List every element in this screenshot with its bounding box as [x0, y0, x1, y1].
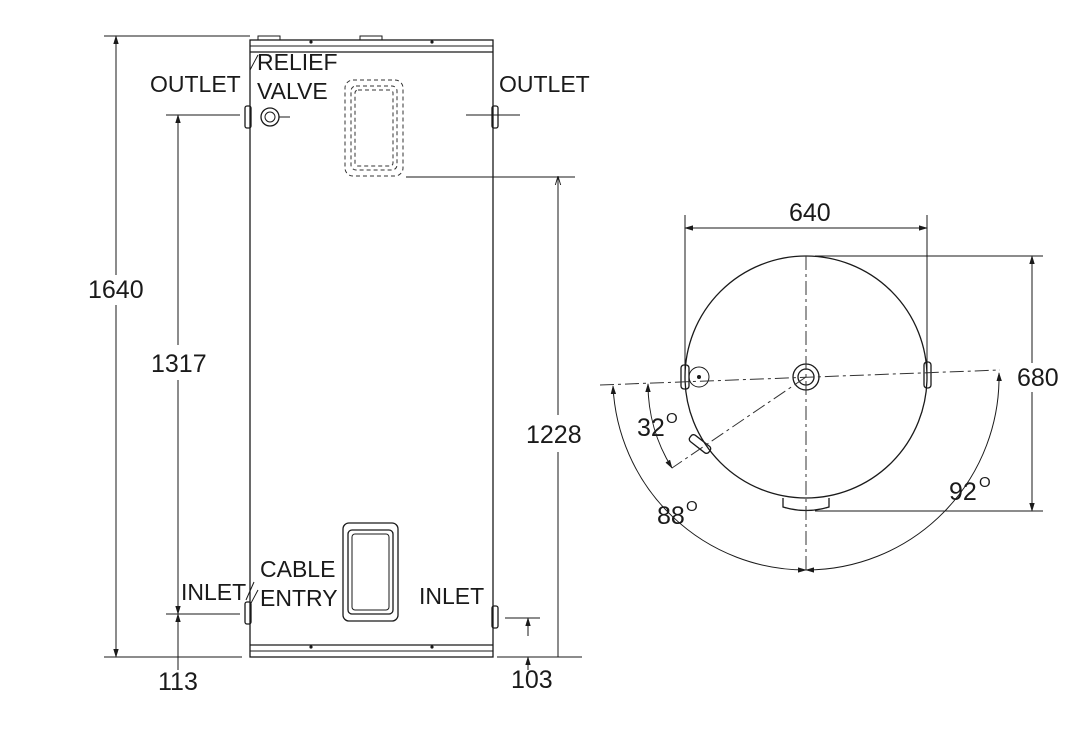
side-view: OUTLET OUTLET RELIEF VALVE INLET INLET C…	[88, 35, 590, 696]
cable-entry-label-line1: CABLE	[260, 556, 335, 582]
inlet-left-label: INLET	[181, 579, 246, 605]
outlet-left-fitting	[244, 105, 252, 129]
relief-valve-label-line2: VALVE	[257, 78, 328, 104]
dim-inlet-left-value: 113	[158, 668, 198, 696]
dim-height-value: 1640	[88, 276, 144, 304]
dim-outlet-value: 1317	[151, 350, 207, 378]
cable-entry-label-line2: ENTRY	[260, 585, 338, 611]
outlet-left-label: OUTLET	[150, 71, 241, 97]
outlet-right-fitting	[491, 105, 499, 129]
inlet-right-label: INLET	[419, 583, 484, 609]
angle-32-value: 32	[637, 414, 665, 442]
angle-92-value: 92	[949, 478, 977, 506]
top-view: 640 680 32 O 88 O 92 O	[599, 199, 1059, 573]
cable-entry-box	[342, 522, 399, 622]
angle-88-value: 88	[657, 502, 685, 530]
angle-92-arc	[805, 372, 1002, 573]
relief-valve-fitting	[260, 107, 290, 127]
relief-valve-label-line1: RELIEF	[257, 49, 338, 75]
dim-width-value: 640	[789, 199, 831, 227]
dim-relief-value: 1228	[526, 421, 582, 449]
element-access-panel	[344, 79, 404, 177]
inlet-right-fitting	[491, 605, 499, 629]
inlet-left-fitting	[244, 601, 252, 625]
outlet-right-label: OUTLET	[499, 71, 590, 97]
angle-32-degree: O	[666, 410, 678, 427]
angle-88-degree: O	[686, 498, 698, 515]
dim-depth-value: 680	[1017, 364, 1059, 392]
angle-88-arc	[610, 385, 807, 573]
angle-92-degree: O	[979, 474, 991, 491]
dim-inlet-right-value: 103	[511, 666, 553, 694]
